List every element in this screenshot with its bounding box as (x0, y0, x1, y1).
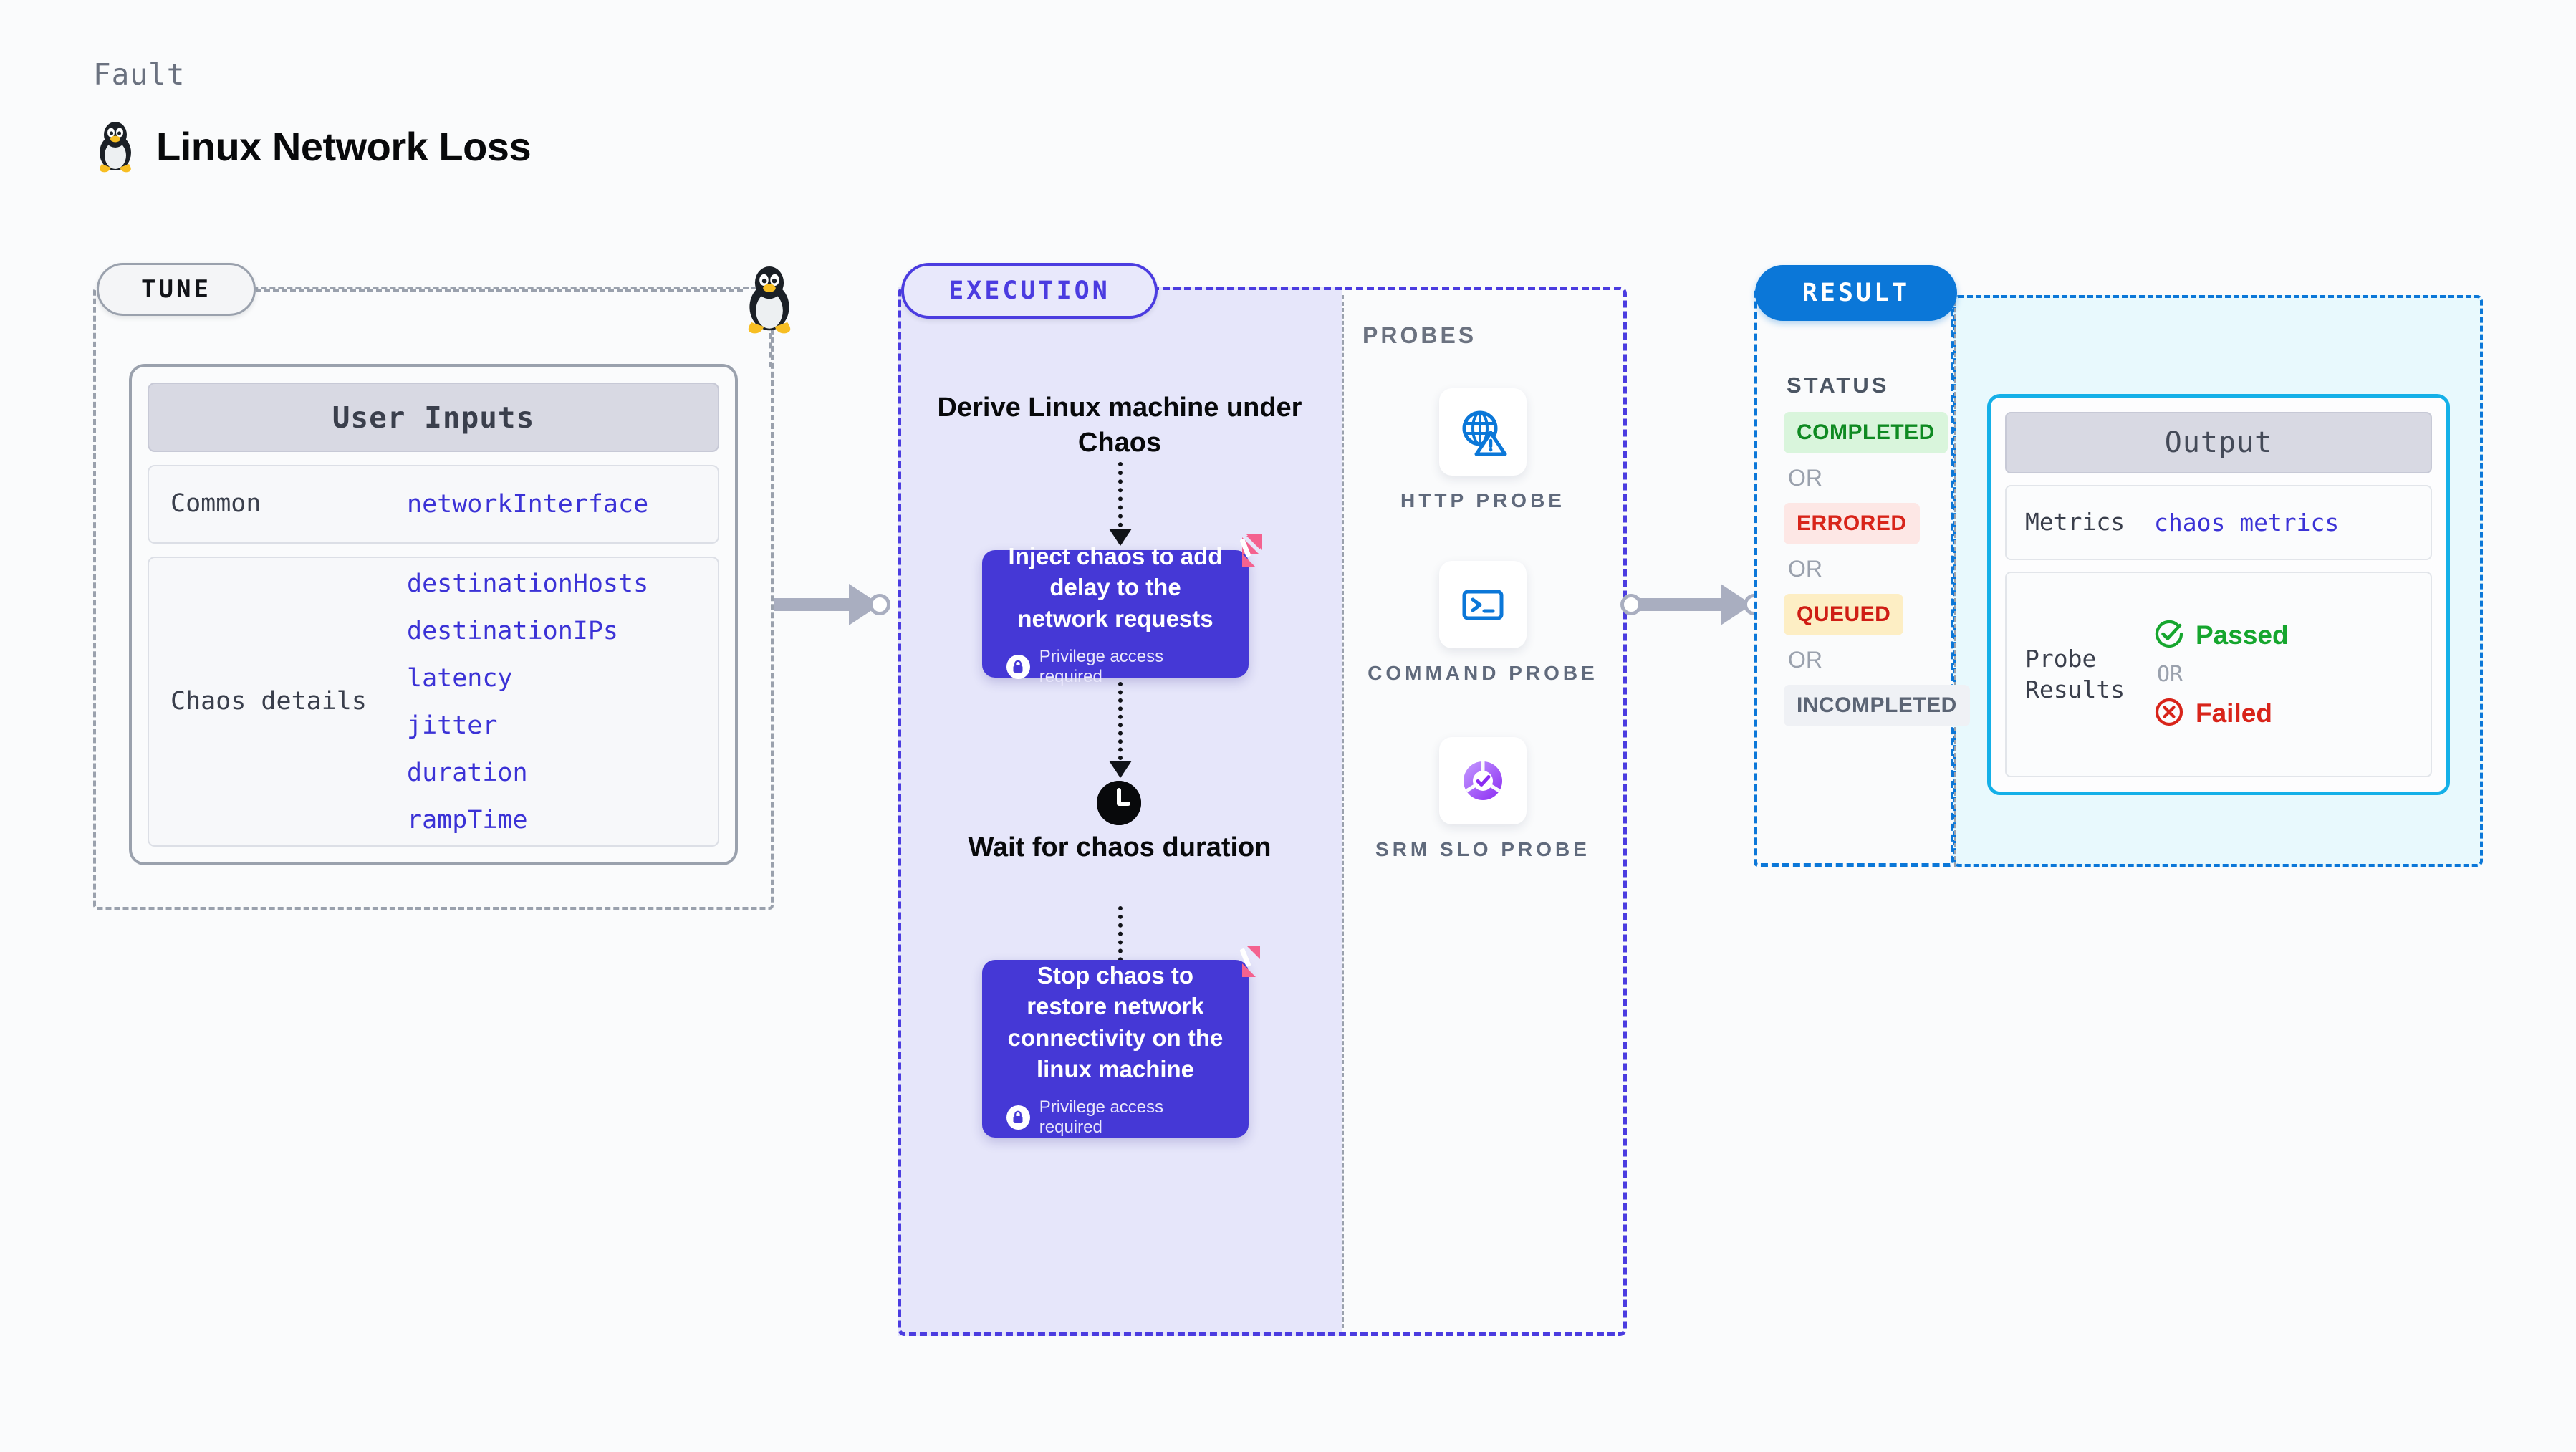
tune-row-label: Chaos details (170, 686, 367, 716)
execution-step-wait: Wait for chaos duration (968, 832, 1272, 862)
status-title: STATUS (1787, 372, 1890, 398)
or-label: OR (1788, 465, 1822, 491)
terminal-icon (1439, 561, 1527, 648)
probes-divider (1342, 295, 1344, 1328)
output-card: Output Metrics chaos metrics Probe Resul… (1987, 394, 2450, 795)
probe-result-passed-text: Passed (2196, 620, 2289, 650)
probe-results-values: Passed OR Failed (2154, 619, 2289, 730)
lock-icon (1006, 1105, 1030, 1130)
output-metrics-value[interactable]: chaos metrics (2154, 509, 2340, 537)
or-label: OR (2157, 662, 2183, 687)
status-badge-errored: ERRORED (1784, 503, 1920, 544)
tune-value-duration[interactable]: duration (407, 758, 528, 787)
globe-warning-icon (1439, 388, 1527, 476)
tune-value-networkinterface[interactable]: networkInterface (407, 490, 649, 519)
harness-logo-icon (1224, 941, 1264, 984)
privilege-badge: Privilege access required (1006, 1097, 1224, 1138)
probe-label: SRM SLO PROBE (1375, 838, 1590, 860)
probe-result-failed-text: Failed (2196, 698, 2272, 728)
execution-card-title: Inject chaos to add delay to the network… (1008, 542, 1223, 632)
tune-value-latency[interactable]: latency (407, 663, 513, 693)
execution-card-stop[interactable]: Stop chaos to restore network connectivi… (982, 946, 1260, 1138)
clock-icon (1097, 781, 1141, 825)
arrow-execution-to-result (1620, 584, 1765, 625)
tune-row-chaos-details: Chaos details destinationHosts destinati… (148, 557, 719, 847)
probe-result-passed: Passed (2154, 619, 2289, 652)
tune-value-destinationips[interactable]: destinationIPs (407, 616, 619, 645)
output-card-title: Output (2005, 412, 2432, 473)
execution-arrow-2 (1109, 682, 1132, 778)
page-title-row: Linux Network Loss (92, 118, 532, 174)
execution-container (898, 287, 1627, 1336)
probe-label: HTTP PROBE (1400, 489, 1565, 511)
status-badge-queued: QUEUED (1784, 594, 1904, 635)
status-badge-completed: COMPLETED (1784, 412, 1948, 453)
execution-card-title: Stop chaos to restore network connectivi… (1007, 961, 1224, 1082)
probes-title: PROBES (1363, 322, 1477, 348)
linux-penguin-icon (739, 259, 799, 337)
or-label: OR (1788, 556, 1822, 582)
probe-command[interactable]: COMMAND PROBE (1365, 561, 1601, 687)
tune-value-destinationhosts[interactable]: destinationHosts (407, 569, 649, 598)
tune-connector-stub (769, 333, 772, 367)
execution-card-inject[interactable]: Inject chaos to add delay to the network… (982, 534, 1262, 686)
linux-penguin-icon (92, 118, 139, 174)
result-output-divider (1954, 295, 1956, 867)
execution-step-derive: Derive Linux machine under Chaos (937, 393, 1302, 458)
tune-value-jitter[interactable]: jitter (407, 711, 498, 740)
tune-row-common: Common networkInterface (148, 465, 719, 544)
arrow-tune-to-execution (774, 584, 903, 625)
tune-pill[interactable]: TUNE (97, 263, 256, 316)
probe-label: COMMAND PROBE (1368, 662, 1598, 684)
check-circle-icon (2154, 619, 2184, 652)
tune-value-ramptime[interactable]: rampTime (407, 805, 528, 835)
output-row-metrics: Metrics chaos metrics (2005, 485, 2432, 560)
harness-logo-icon (1224, 532, 1264, 574)
result-pill[interactable]: RESULT (1755, 265, 1957, 321)
privilege-badge-text: Privilege access required (1039, 647, 1164, 687)
x-circle-icon (2154, 697, 2184, 730)
execution-arrow-1 (1109, 462, 1132, 546)
probe-srm-slo[interactable]: SRM SLO PROBE (1365, 737, 1601, 863)
output-row-probe-results: Probe Results Passed OR (2005, 572, 2432, 777)
lock-icon (1006, 655, 1030, 680)
result-container (1754, 287, 1954, 867)
page-kicker: Fault (93, 57, 186, 92)
user-inputs-title: User Inputs (148, 383, 719, 452)
page-title: Linux Network Loss (156, 123, 532, 169)
execution-pill[interactable]: EXECUTION (901, 263, 1158, 319)
tune-values-list: destinationHosts destinationIPs latency … (407, 569, 648, 835)
tune-connector-line (256, 289, 743, 292)
privilege-badge-text: Privilege access required (1039, 1097, 1164, 1138)
slo-check-icon (1439, 737, 1527, 824)
status-list: COMPLETED OR ERRORED OR QUEUED OR INCOMP… (1784, 412, 1970, 726)
output-probe-results-label: Probe Results (2025, 644, 2125, 703)
probe-result-failed: Failed (2154, 697, 2289, 730)
or-label: OR (1788, 647, 1822, 673)
status-badge-incompleted: INCOMPLETED (1784, 685, 1970, 726)
privilege-badge: Privilege access required (1006, 647, 1224, 687)
tune-row-label: Common (170, 489, 261, 519)
output-metrics-label: Metrics (2025, 508, 2125, 537)
probe-http[interactable]: HTTP PROBE (1365, 388, 1601, 514)
user-inputs-card: User Inputs Common networkInterface Chao… (129, 364, 738, 865)
